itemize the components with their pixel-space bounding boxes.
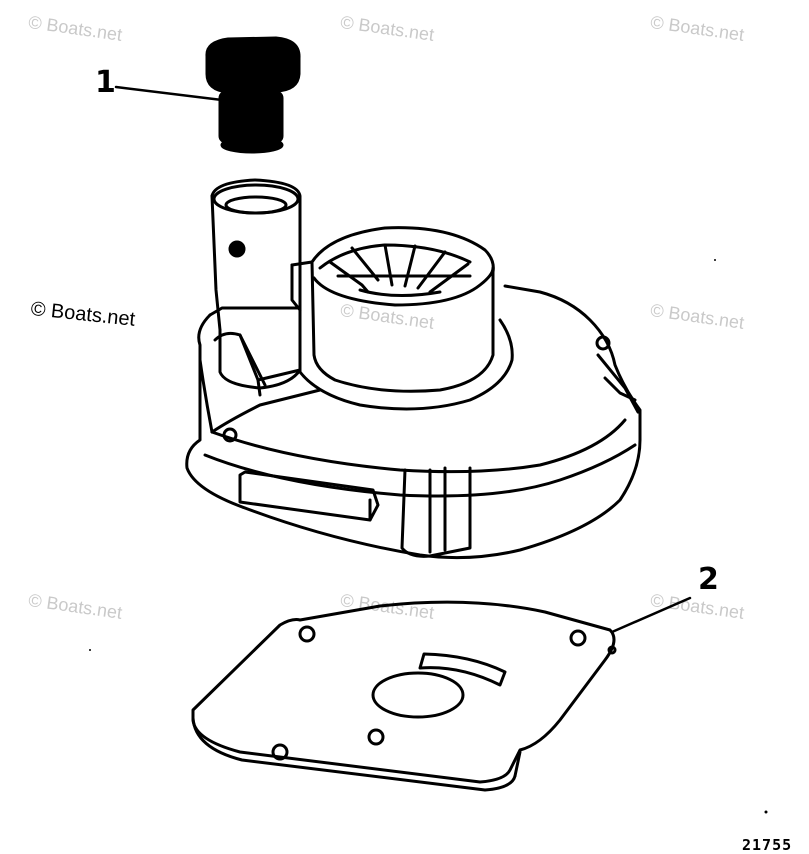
part-2-plate <box>191 600 617 792</box>
leader-line-1 <box>114 85 224 102</box>
pump-housing <box>185 178 642 560</box>
part-1-grommet <box>205 36 301 154</box>
leader-line-2 <box>610 596 692 634</box>
callout-2: 2 <box>698 562 719 597</box>
callout-1: 1 <box>95 65 116 100</box>
diagram-number: 21755 <box>742 836 793 854</box>
